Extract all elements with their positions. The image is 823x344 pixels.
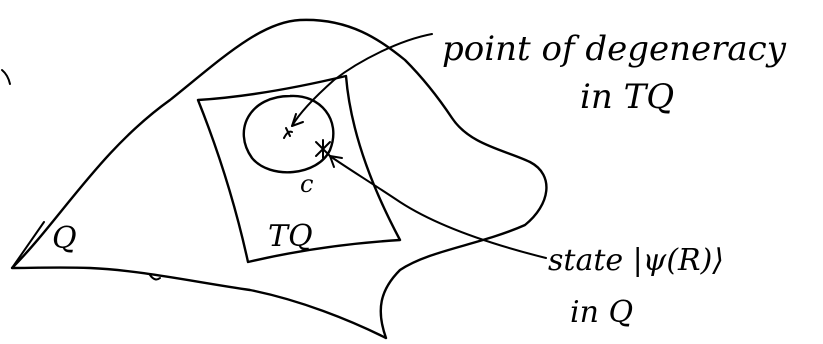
degeneracy-point-mark (284, 128, 292, 138)
degeneracy-arrowhead (292, 114, 303, 126)
stray-pen-mark (2, 70, 10, 84)
degeneracy-label-line2: in TQ (580, 77, 674, 117)
degeneracy-label-line1: point of degeneracy (442, 29, 787, 69)
point-c-star (316, 140, 330, 158)
state-label-line2: in Q (570, 295, 633, 330)
manifold-q-label: Q (52, 221, 77, 256)
point-c-label: c (300, 170, 313, 198)
surface-edge-left (12, 222, 44, 268)
degeneracy-arrow (292, 34, 432, 126)
state-label-line1: state |ψ(R)⟩ (548, 243, 724, 278)
tangent-tq-label: TQ (268, 219, 313, 254)
